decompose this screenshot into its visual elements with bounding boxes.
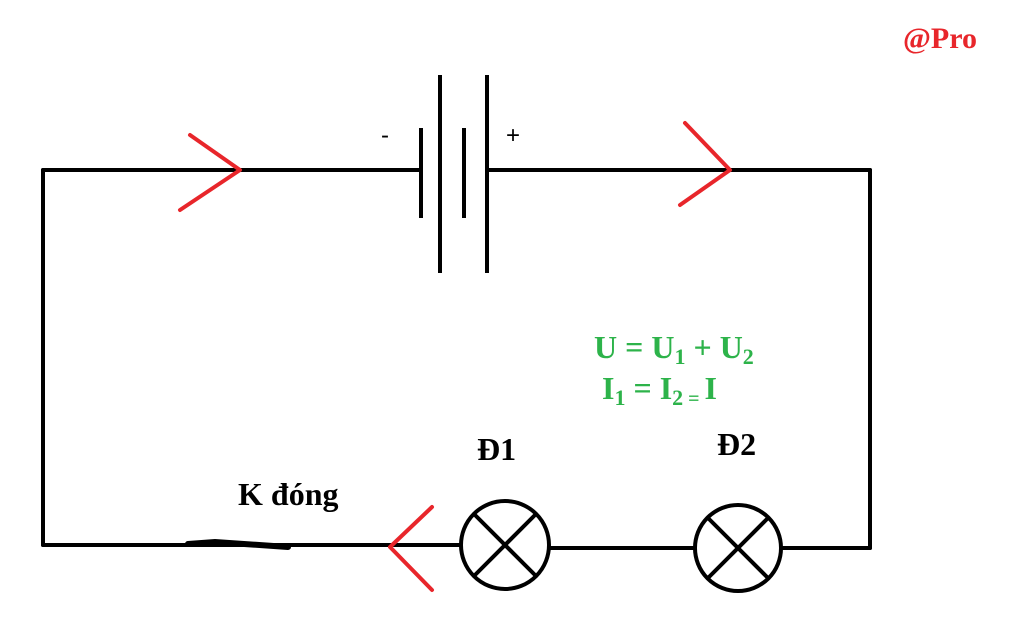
lamp-d1 [459,499,551,591]
voltage-formula: U = U1 + U2 [594,329,754,369]
current-arrow-bottom [388,505,434,592]
switch-k-closed [185,538,291,550]
lamp-d2 [693,503,783,593]
current-arrow-top-left [178,133,242,212]
lamp-d2-cross-b [706,516,770,580]
battery-negative-sign: - [381,122,389,149]
lamp-d1-cross-b [472,512,538,578]
lamp-d2-label: Đ2 [717,426,756,462]
battery-positive-sign: + [506,122,520,149]
current-arrow-top-right [678,121,732,207]
lamp-d1-label: Đ1 [477,431,516,467]
current-formula: I1 = I2 = I [602,370,717,410]
battery: - + [381,75,520,273]
switch-label: K đóng [238,476,338,512]
watermark-text: @Pro [903,22,977,55]
